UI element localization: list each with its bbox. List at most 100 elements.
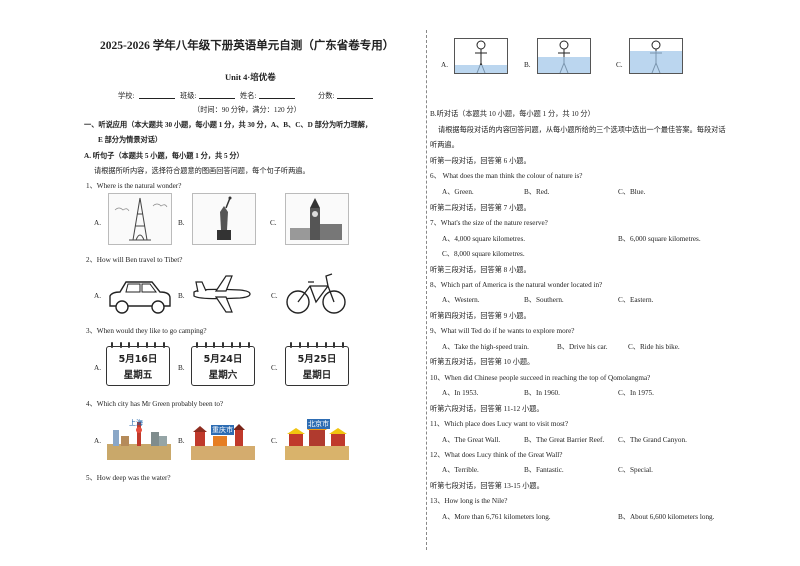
question-12: 12、What does Lucy think of the Great Wal…: [430, 451, 563, 459]
dialogue-1-note: 听第一段对话，回答第 6 小题。: [430, 157, 531, 165]
page-title: 2025-2026 学年八年级下册英语单元自测（广东省卷专用）: [100, 40, 395, 52]
calendar-weekday: 星期六: [208, 370, 238, 381]
q13-option-a[interactable]: A、More than 6,761 kilometers long.: [442, 513, 551, 521]
statue-of-liberty-image[interactable]: [192, 193, 256, 245]
calendar-date: 5月16日: [118, 354, 158, 365]
q7-option-b[interactable]: B、6,000 square kilometres.: [618, 235, 701, 243]
q9-option-b[interactable]: B、Drive his car.: [557, 343, 608, 351]
car-image[interactable]: [106, 272, 174, 318]
dialogue-7-note: 听第七段对话，回答第 13-15 小题。: [430, 482, 544, 490]
big-ben-image[interactable]: [285, 193, 349, 245]
calendar-may-25[interactable]: 5月25日 星期日: [285, 342, 349, 386]
unit-title: Unit 4·培优卷: [225, 72, 276, 82]
question-5: 5、How deep was the water?: [86, 474, 171, 482]
q10-option-a[interactable]: A、In 1953.: [442, 389, 479, 397]
q4-option-c-label: C.: [271, 437, 278, 445]
partA-instructions: 请根据所听内容，选择符合题意的图画回答问题，每个句子听两遍。: [94, 167, 310, 175]
q3-option-c-label: C.: [271, 364, 278, 372]
water-depth-c-image[interactable]: [629, 38, 683, 74]
dialogue-4-note: 听第四段对话，回答第 9 小题。: [430, 312, 531, 320]
calendar-date: 5月24日: [203, 354, 243, 365]
q9-option-a[interactable]: A、Take the high-speed train.: [442, 343, 529, 351]
q9-option-c[interactable]: C、Ride his bike.: [628, 343, 680, 351]
city-sign: 北京市: [307, 419, 330, 429]
q8-option-a[interactable]: A、Western.: [442, 296, 480, 304]
class-blank[interactable]: [199, 92, 235, 99]
q3-option-a-label: A.: [94, 364, 101, 372]
name-blank[interactable]: [259, 92, 295, 99]
dialogue-2-note: 听第二段对话，回答第 7 小题。: [430, 204, 531, 212]
q6-option-c[interactable]: C、Blue.: [618, 188, 646, 196]
city-sign: 重庆市: [211, 425, 234, 435]
section1-heading-cont: E 部分为情景对话）: [98, 136, 163, 144]
water-depth-b-image[interactable]: [537, 38, 591, 74]
q11-option-c[interactable]: C、The Grand Canyon.: [618, 436, 687, 444]
q12-option-c[interactable]: C、Special.: [618, 466, 653, 474]
city-sign: 上海: [129, 419, 143, 427]
column-divider: [426, 30, 427, 550]
eiffel-tower-image[interactable]: [108, 193, 172, 245]
q11-option-b[interactable]: B、The Great Barrier Reef.: [524, 436, 605, 444]
dialogue-6-note: 听第六段对话，回答第 11-12 小题。: [430, 405, 544, 413]
chongqing-skyline-image[interactable]: 重庆市: [191, 416, 255, 460]
question-4: 4、Which city has Mr Green probably been …: [86, 400, 224, 408]
q5-option-b-label: B.: [524, 61, 531, 69]
partB-instructions-cont: 听两遍。: [430, 141, 459, 149]
q7-option-c[interactable]: C、8,000 square kilometres.: [442, 250, 525, 258]
q7-option-a[interactable]: A、4,000 square kilometres.: [442, 235, 526, 243]
calendar-weekday: 星期日: [302, 370, 332, 381]
q2-option-c-label: C.: [271, 292, 278, 300]
question-10: 10、When did Chinese people succeed in re…: [430, 374, 651, 382]
q5-option-c-label: C.: [616, 61, 623, 69]
section1-heading: 一、听说应用（本大题共 30 小题，每小题 1 分，共 30 分，A、B、C、D…: [84, 121, 373, 129]
q5-option-a-label: A.: [441, 61, 448, 69]
q3-option-b-label: B.: [178, 364, 185, 372]
question-9: 9、What will Ted do if he wants to explor…: [430, 327, 575, 335]
water-depth-a-image[interactable]: [454, 38, 508, 74]
q8-option-b[interactable]: B、Southern.: [524, 296, 564, 304]
time-note: （时间：90 分钟，满分：120 分）: [193, 106, 301, 114]
question-7: 7、What's the size of the nature reserve?: [430, 219, 548, 227]
calendar-may-24[interactable]: 5月24日 星期六: [191, 342, 255, 386]
q10-option-b[interactable]: B、In 1960.: [524, 389, 560, 397]
q1-option-c-label: C.: [270, 219, 277, 227]
question-1: 1、Where is the natural wonder?: [86, 182, 182, 190]
q11-option-a[interactable]: A、The Great Wall.: [442, 436, 501, 444]
q1-option-a-label: A.: [94, 219, 101, 227]
bicycle-image[interactable]: [284, 268, 348, 318]
q1-option-b-label: B.: [178, 219, 185, 227]
question-6: 6、 What does the man think the colour of…: [430, 172, 583, 180]
school-label: 学校:: [118, 92, 135, 100]
q12-option-b[interactable]: B、Fantastic.: [524, 466, 564, 474]
partA-title: A. 听句子（本题共 5 小题，每小题 1 分，共 5 分）: [84, 152, 244, 160]
q13-option-b[interactable]: B、About 6,600 kilometers long.: [618, 513, 715, 521]
question-3: 3、When would they like to go camping?: [86, 327, 207, 335]
class-label: 班级:: [180, 92, 197, 100]
q4-option-b-label: B.: [178, 437, 185, 445]
airplane-image[interactable]: [190, 272, 252, 316]
q10-option-c[interactable]: C、In 1975.: [618, 389, 654, 397]
question-2: 2、How will Ben travel to Tibet?: [86, 256, 183, 264]
score-label: 分数:: [318, 92, 335, 100]
calendar-may-16[interactable]: 5月16日 星期五: [106, 342, 170, 386]
beijing-skyline-image[interactable]: 北京市: [285, 416, 349, 460]
dialogue-3-note: 听第三段对话，回答第 8 小题。: [430, 266, 531, 274]
question-8: 8、Which part of America is the natural w…: [430, 281, 603, 289]
q12-option-a[interactable]: A、Terrible.: [442, 466, 479, 474]
q6-option-b[interactable]: B、Red.: [524, 188, 550, 196]
q6-option-a[interactable]: A、Green.: [442, 188, 474, 196]
calendar-date: 5月25日: [297, 354, 337, 365]
partB-title: B.听对话（本题共 10 小题，每小题 1 分，共 10 分）: [430, 110, 595, 118]
dialogue-5-note: 听第五段对话，回答第 10 小题。: [430, 358, 535, 366]
question-11: 11、Which place does Lucy want to visit m…: [430, 420, 569, 428]
q4-option-a-label: A.: [94, 437, 101, 445]
score-blank[interactable]: [337, 92, 373, 99]
name-label: 姓名:: [240, 92, 257, 100]
question-13: 13、How long is the Nile?: [430, 497, 508, 505]
shanghai-skyline-image[interactable]: 上海: [107, 416, 171, 460]
school-blank[interactable]: [139, 92, 175, 99]
q2-option-a-label: A.: [94, 292, 101, 300]
partB-instructions: 请根据每段对话的内容回答问题，从每小题所给的三个选项中选出一个最佳答案。每段对话: [438, 126, 726, 134]
q8-option-c[interactable]: C、Eastern.: [618, 296, 654, 304]
calendar-weekday: 星期五: [123, 370, 153, 381]
